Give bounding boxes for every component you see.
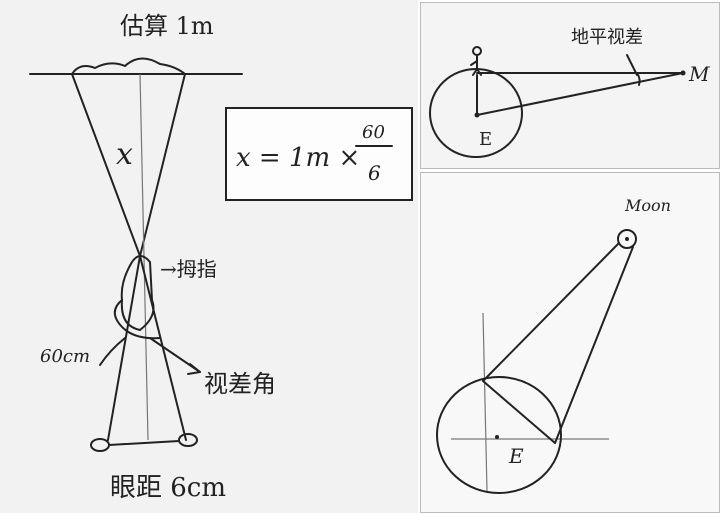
moon-label: M bbox=[688, 62, 710, 86]
earth-circle bbox=[436, 376, 562, 494]
horizontal-parallax-diagram: 地平视差 M E bbox=[420, 2, 720, 169]
formula-box bbox=[225, 107, 413, 201]
moon-parallax-diagram: Moon E bbox=[420, 172, 720, 513]
center-to-moon-line bbox=[476, 72, 684, 116]
x-label: x bbox=[116, 137, 133, 172]
thumb-label: →拇指 bbox=[160, 257, 217, 281]
vertical-axis bbox=[482, 312, 488, 492]
far-sightline-right bbox=[139, 73, 186, 257]
visual-angle-arrowhead bbox=[187, 363, 201, 375]
thumb-parallax-diagram: 估算 1m x →拇指 60cm 视差角 眼距 6cm x = 1m × 60 … bbox=[0, 0, 418, 513]
earth-label: E bbox=[479, 129, 492, 150]
earth-chord bbox=[482, 380, 556, 444]
arm-length-label: 60cm bbox=[40, 346, 90, 367]
formula-numerator: 60 bbox=[362, 122, 385, 143]
earth-label: E bbox=[508, 444, 524, 468]
sightline-lower bbox=[554, 246, 634, 444]
parallax-pointer bbox=[626, 54, 638, 76]
left-eye bbox=[90, 438, 110, 452]
visual-angle-label: 视差角 bbox=[204, 370, 276, 398]
moon-center-dot bbox=[625, 237, 629, 241]
estimate-label: 估算 1m bbox=[120, 12, 214, 40]
observer-leg-left bbox=[472, 68, 478, 76]
moon-dot bbox=[680, 70, 686, 76]
parallax-label: 地平视差 bbox=[571, 27, 643, 48]
right-eye bbox=[178, 433, 198, 447]
formula-lhs: x = 1m × bbox=[236, 143, 360, 173]
thumb-parallax-drawing: 估算 1m x →拇指 60cm 视差角 眼距 6cm x = 1m × 60 … bbox=[29, 12, 413, 503]
thumb-shape bbox=[120, 255, 155, 331]
distant-object-outline bbox=[71, 57, 186, 75]
arm-length-pointer bbox=[99, 337, 126, 366]
formula-denominator: 6 bbox=[368, 161, 381, 185]
moon-parallax-drawing: Moon E bbox=[436, 196, 671, 494]
hand-outline bbox=[113, 299, 161, 340]
moon-circle bbox=[617, 229, 637, 249]
sightline-upper bbox=[482, 242, 620, 382]
horizontal-parallax-drawing: 地平视差 M E bbox=[429, 27, 710, 158]
eye-baseline bbox=[108, 440, 180, 446]
observer-arm bbox=[470, 60, 478, 66]
observer-head bbox=[472, 46, 482, 56]
near-sightline-left bbox=[107, 255, 141, 441]
eye-distance-label: 眼距 6cm bbox=[110, 473, 226, 503]
far-sightline-left bbox=[71, 73, 141, 257]
moon-label: Moon bbox=[624, 196, 671, 215]
earth-center-dot bbox=[495, 435, 499, 439]
